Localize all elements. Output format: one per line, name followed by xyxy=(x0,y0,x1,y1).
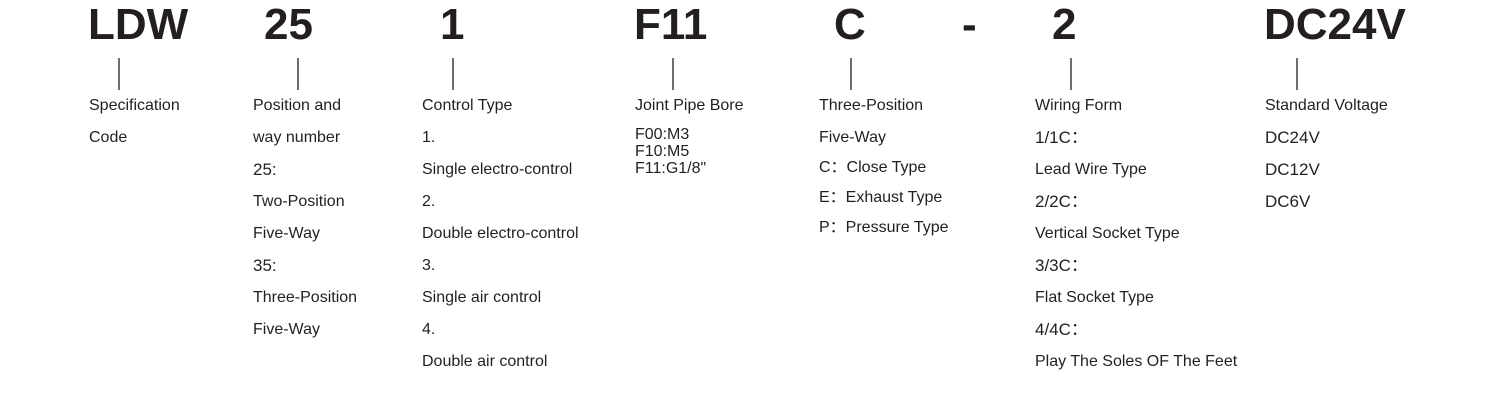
option-code: 35: xyxy=(253,256,277,275)
column-heading: Three-Position xyxy=(819,97,924,114)
code-dash: - xyxy=(962,0,977,49)
option-text: F11:G1/8" xyxy=(635,160,707,177)
option-text: DC24V xyxy=(1265,128,1320,147)
connector-line xyxy=(1296,58,1298,90)
option-text: Flat Socket Type xyxy=(1035,289,1154,306)
option-code: 3/3C： xyxy=(1035,256,1088,275)
option-text: F00:M3 xyxy=(635,126,690,143)
position-column: Position and way number 25: Two-Position… xyxy=(253,94,357,350)
column-heading: Position and xyxy=(253,97,342,114)
connector-line xyxy=(1070,58,1072,90)
option-text: Five-Way xyxy=(253,225,320,242)
code-position: 25 xyxy=(264,0,313,49)
connector-line xyxy=(672,58,674,90)
option-text: Play The Soles OF The Feet xyxy=(1035,353,1238,370)
option-text: Three-Position xyxy=(253,289,358,306)
option-text: E：Exhaust Type xyxy=(819,189,943,206)
option-code: 4. xyxy=(422,321,436,338)
code-function: C xyxy=(834,0,866,49)
option-text: Lead Wire Type xyxy=(1035,161,1147,178)
option-code: 1. xyxy=(422,129,436,146)
code-wiring: 2 xyxy=(1052,0,1077,49)
connector-line xyxy=(118,58,120,90)
option-text: DC12V xyxy=(1265,160,1320,179)
code-bore: F11 xyxy=(634,0,708,49)
column-text: Five-Way xyxy=(819,129,886,146)
option-text: DC6V xyxy=(1265,192,1311,211)
column-heading: Specification xyxy=(89,97,180,114)
function-column: Three-Position Five-Way C：Close Type E：E… xyxy=(819,94,949,246)
voltage-column: Standard Voltage DC24V DC12V DC6V xyxy=(1265,94,1388,222)
option-code: 2. xyxy=(422,193,436,210)
code-series: LDW xyxy=(88,0,189,49)
option-text: Double electro-control xyxy=(422,225,579,242)
column-heading: Control Type xyxy=(422,97,513,114)
bore-column: Joint Pipe Bore F00:M3 F10:M5 F11:G1/8" xyxy=(635,94,744,177)
connector-line xyxy=(297,58,299,90)
column-heading: Standard Voltage xyxy=(1265,97,1388,114)
option-text: Double air control xyxy=(422,353,548,370)
control-column: Control Type 1. Single electro-control 2… xyxy=(422,94,579,382)
option-text: Two-Position xyxy=(253,193,345,210)
option-code: 1/1C： xyxy=(1035,128,1088,147)
column-heading: Joint Pipe Bore xyxy=(635,97,744,114)
spec-column: Specification Code xyxy=(89,94,180,158)
code-voltage: DC24V xyxy=(1264,0,1406,49)
code-control: 1 xyxy=(440,0,465,49)
option-text: P：Pressure Type xyxy=(819,219,949,236)
option-text: C：Close Type xyxy=(819,159,927,176)
option-text: Vertical Socket Type xyxy=(1035,225,1180,242)
option-code: 4/4C： xyxy=(1035,320,1088,339)
column-text: way number xyxy=(253,129,341,146)
option-text: Single air control xyxy=(422,289,542,306)
column-text: Code xyxy=(89,129,128,146)
option-text: F10:M5 xyxy=(635,143,690,160)
column-heading: Wiring Form xyxy=(1035,97,1123,114)
connector-line xyxy=(850,58,852,90)
option-code: 25: xyxy=(253,160,277,179)
wiring-column: Wiring Form 1/1C： Lead Wire Type 2/2C： V… xyxy=(1035,94,1237,382)
option-code: 3. xyxy=(422,257,436,274)
option-text: Five-Way xyxy=(253,321,320,338)
option-text: Single electro-control xyxy=(422,161,573,178)
connector-line xyxy=(452,58,454,90)
option-code: 2/2C： xyxy=(1035,192,1088,211)
